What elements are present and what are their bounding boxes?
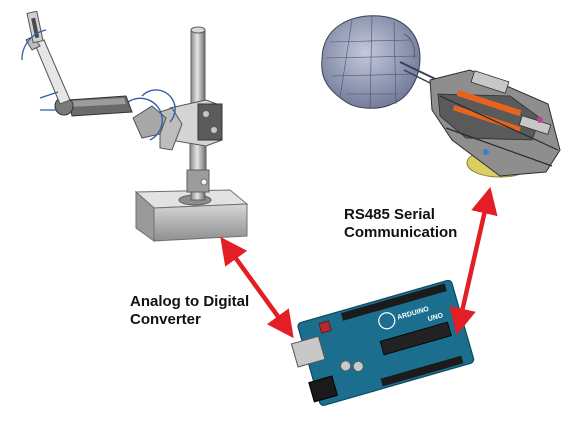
robotic-arm-image bbox=[21, 10, 249, 242]
digital-header bbox=[340, 283, 447, 321]
capacitor bbox=[352, 360, 364, 372]
adc-label-line2: Converter bbox=[130, 311, 201, 328]
arduino-board-image: ARDUINO UNO bbox=[290, 279, 475, 406]
double-arrow-icon bbox=[220, 236, 294, 339]
analog-header bbox=[380, 355, 464, 387]
adc-label-line1: Analog to Digital bbox=[130, 293, 250, 310]
head-model bbox=[321, 15, 421, 109]
reset-button bbox=[318, 320, 332, 334]
arm-forearm bbox=[21, 10, 71, 111]
rs485-label: RS485 Serial Communication bbox=[344, 206, 457, 242]
positioning-device bbox=[429, 69, 561, 177]
power-jack bbox=[308, 375, 339, 403]
head-positioning-image bbox=[321, 15, 561, 178]
arduino-logo-icon bbox=[378, 312, 396, 330]
rs485-label-line2: Communication bbox=[344, 224, 458, 241]
stand-base bbox=[134, 189, 249, 242]
arm-segment bbox=[54, 95, 133, 117]
usb-port bbox=[290, 335, 326, 368]
capacitor bbox=[340, 360, 352, 372]
microcontroller-chip bbox=[379, 321, 452, 356]
board-model: UNO bbox=[427, 312, 444, 323]
shoulder-joint bbox=[121, 89, 176, 141]
pole-clamp bbox=[159, 99, 223, 151]
double-arrow-icon bbox=[449, 186, 498, 336]
rs485-label-line1: RS485 Serial bbox=[344, 206, 435, 223]
adc-label: Analog to Digital Converter bbox=[130, 293, 249, 329]
